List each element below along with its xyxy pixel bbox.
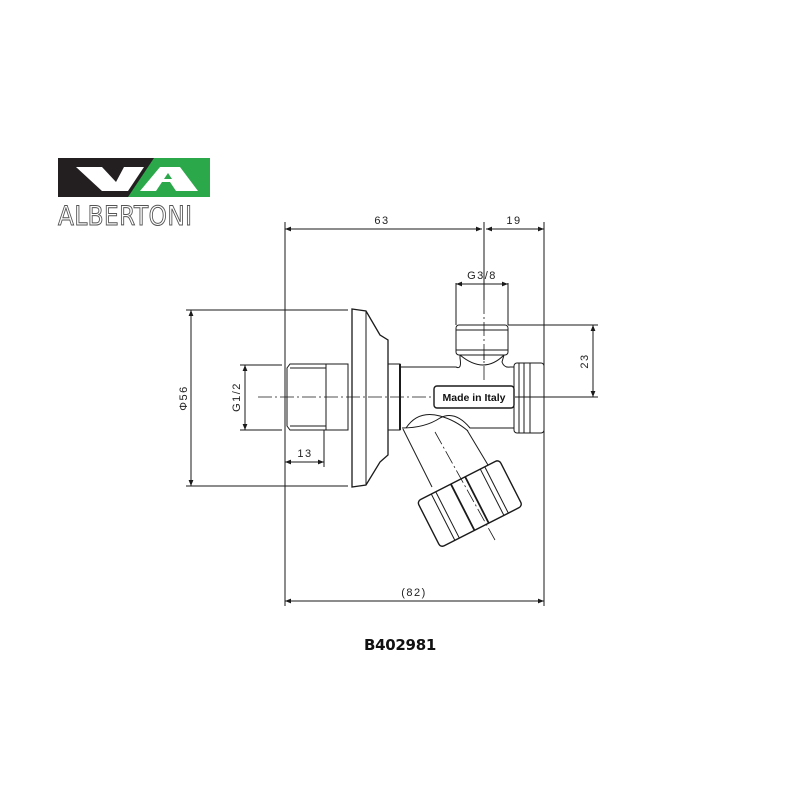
stamp-text: Made in Italy <box>442 392 505 404</box>
dim-overall-length: (82) <box>401 587 427 599</box>
va-logo-mark-icon <box>58 158 210 197</box>
product-code: B402981 <box>364 636 436 654</box>
dim-outlet-offset: 19 <box>506 215 521 227</box>
dim-body-length: 63 <box>374 215 389 227</box>
dim-outlet-thread: G3/8 <box>467 270 497 282</box>
made-in-italy-stamp: Made in Italy <box>433 385 515 409</box>
dim-outlet-height: 23 <box>579 353 591 368</box>
albertoni-logo: ALBERTONI <box>58 158 210 236</box>
dim-rosette-diameter: Φ56 <box>178 385 190 411</box>
dim-inlet-length: 13 <box>297 448 312 460</box>
dim-inlet-thread: G1/2 <box>231 382 243 412</box>
brand-name: ALBERTONI <box>58 201 193 232</box>
